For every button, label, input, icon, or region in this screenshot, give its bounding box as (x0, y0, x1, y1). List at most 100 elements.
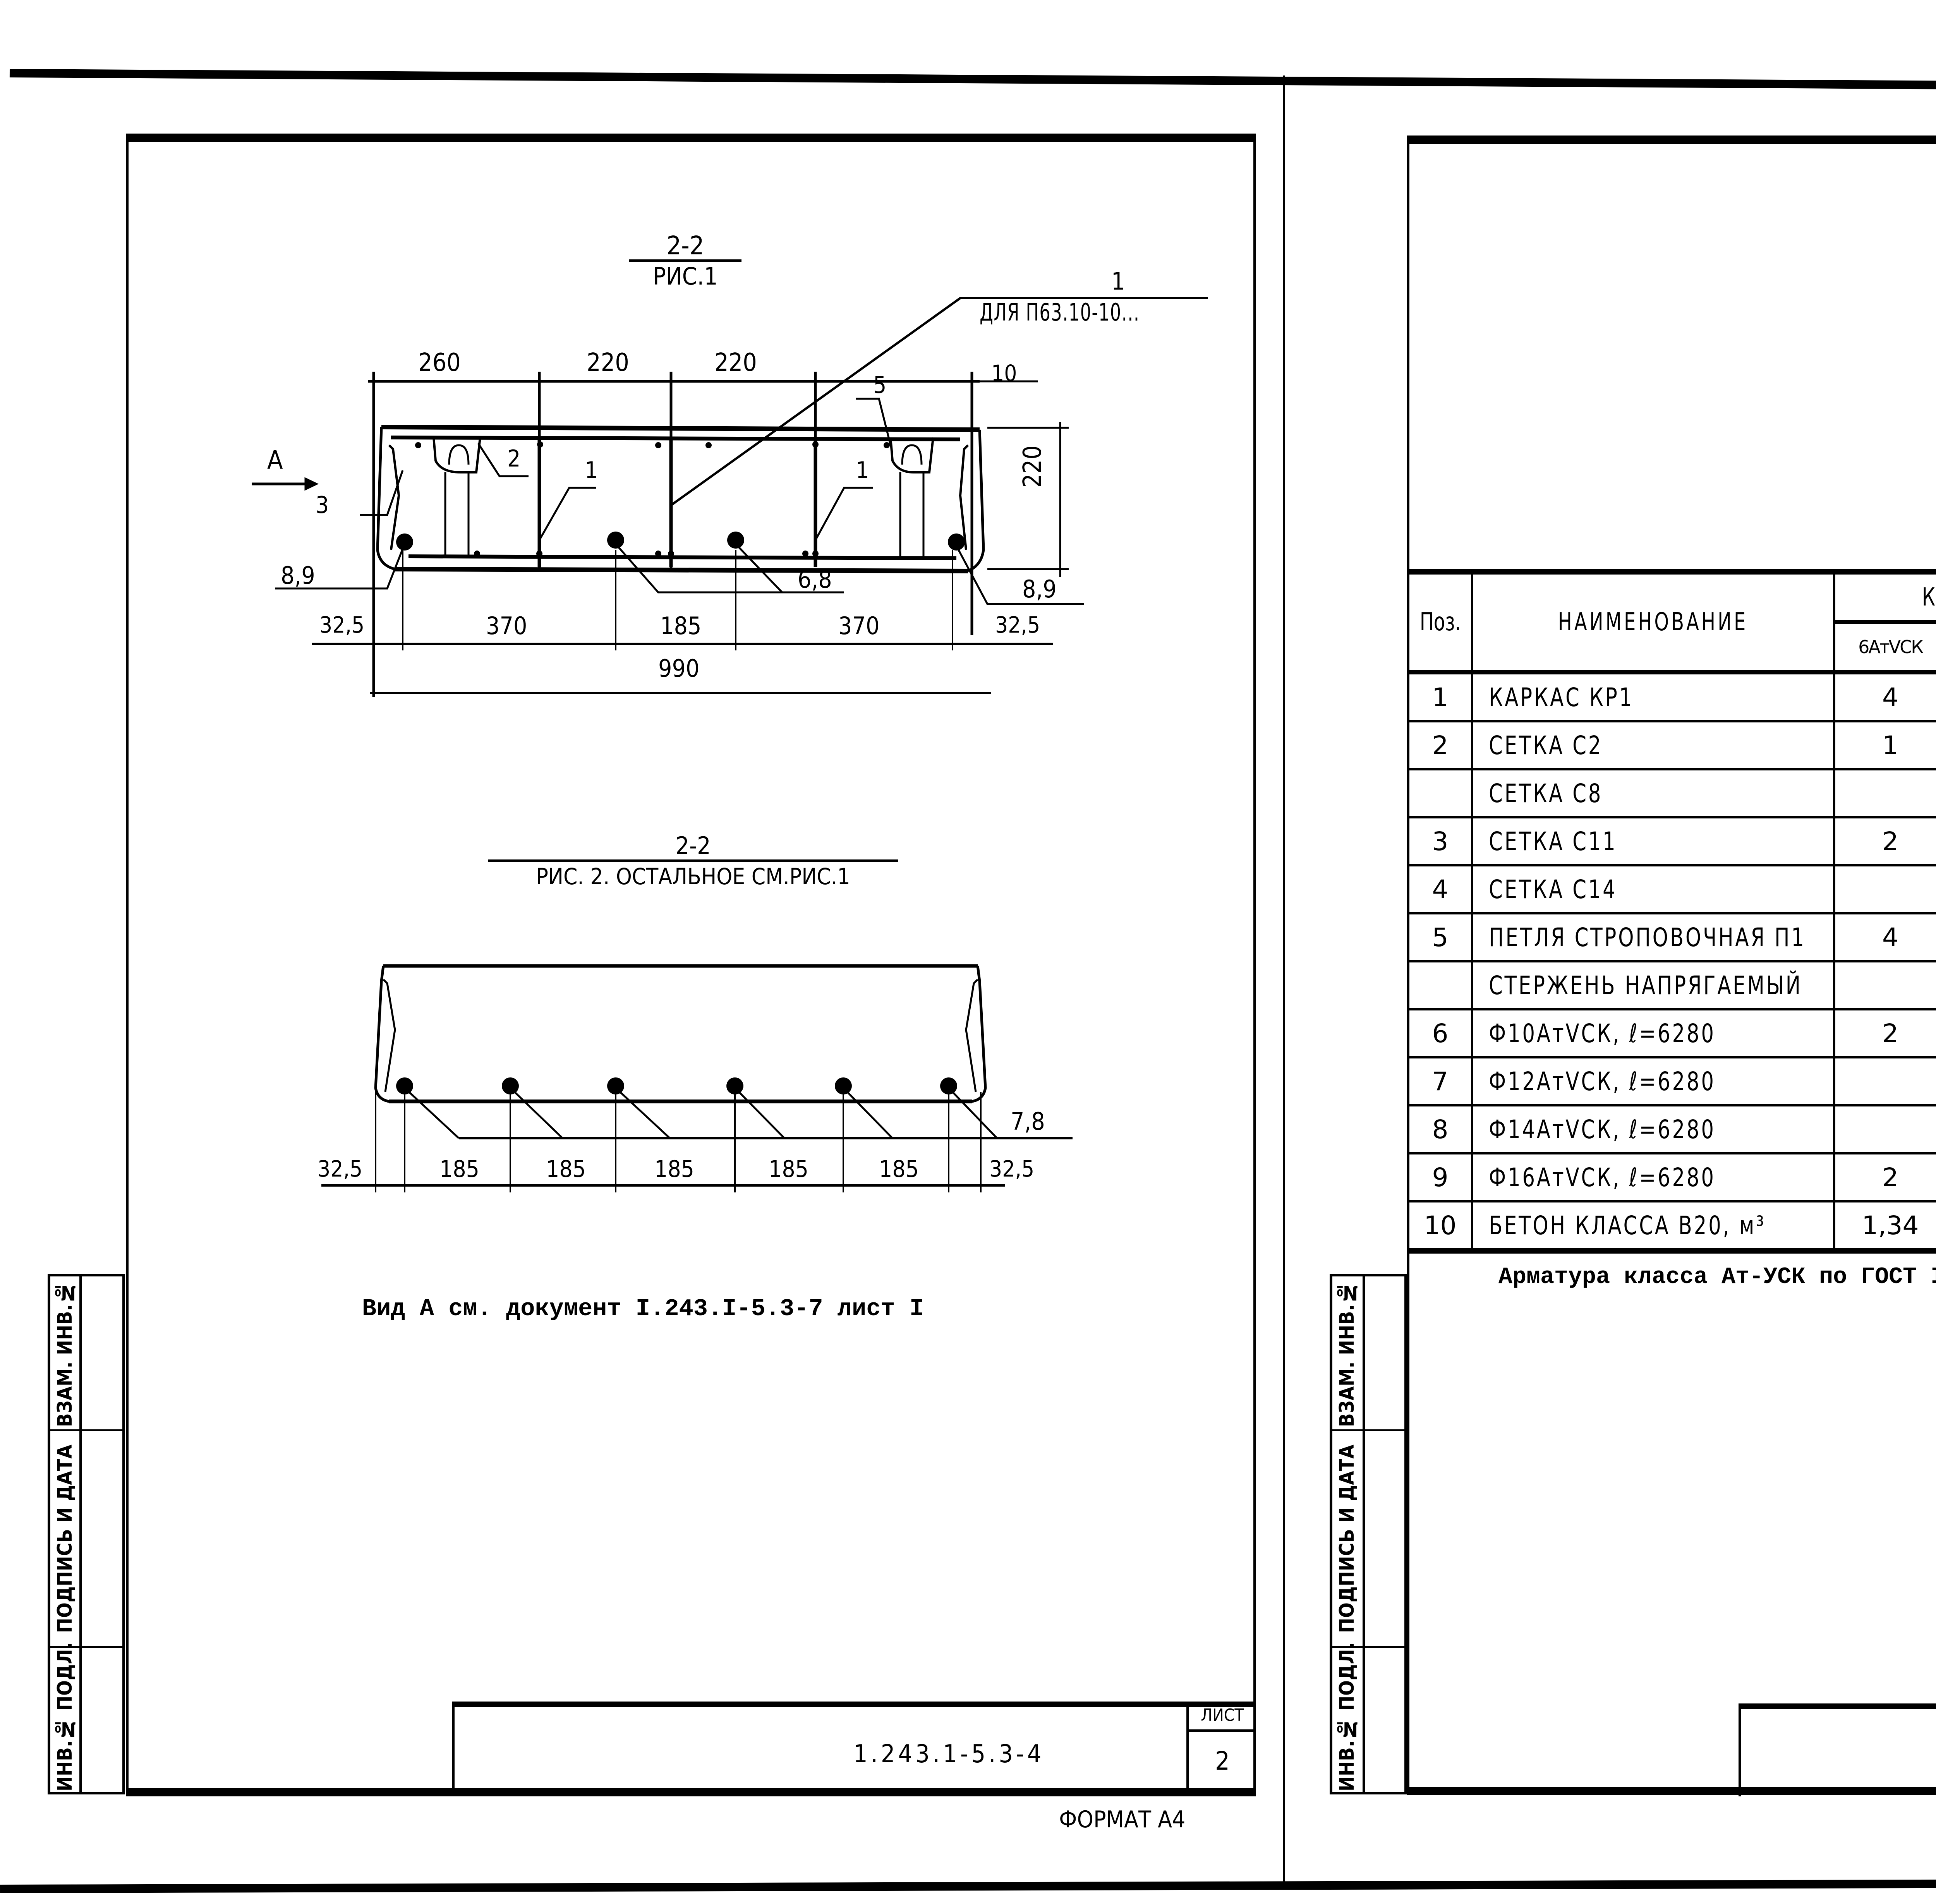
cell-qty-0 (1833, 864, 1936, 914)
specification-table-body: 1 КАРКАС КР1 4 4 4 6 6 1.243.1-5.3-8 2 С… (1407, 671, 1936, 1252)
fig2-dim-3: 185 (654, 1156, 695, 1183)
cell-qty-0: 4 (1833, 912, 1936, 962)
cell-pos (1407, 960, 1473, 1010)
cell-name-text: СЕТКА С11 (1489, 826, 1617, 856)
cell-pos: 3 (1407, 816, 1473, 866)
stamp-label-inv: ИНВ.№ ПОДЛ. (1335, 1642, 1359, 1791)
cell-pos: 8 (1407, 1104, 1473, 1154)
stamp-label-vzam: ВЗАМ. ИНВ.№ (53, 1281, 77, 1427)
cell-pos (1407, 768, 1473, 818)
cell-qty-0 (1833, 1056, 1936, 1106)
cell-name: Ф10АтVСК, ℓ=6280 (1471, 1008, 1835, 1058)
reinforcement-note: Арматура класса Ат-УСК по ГОСТ I0884-8I (1498, 1264, 1936, 1290)
cell-pos: 9 (1407, 1152, 1473, 1202)
cell-name: СЕТКА С14 (1471, 864, 1835, 914)
fig1-title: 2-2 РИС.1 (623, 232, 747, 291)
cell-qty-0: 1,34 (1833, 1200, 1936, 1252)
cell-qty-0: 2 (1833, 1152, 1936, 1202)
left-title-block: 1.243.1-5.3-4 ЛИСТ 2 (452, 1702, 1256, 1796)
outer-bottom-border (0, 1878, 1936, 1893)
fig1-dim-220b: 220 (714, 348, 757, 377)
stamp-row-divider (50, 1429, 122, 1431)
header-qty-col-0: 6АтVСК (1833, 621, 1936, 674)
header-qty-group-text: КОЛ. НА ПАНЕЛЬ П63.10-... (1922, 583, 1936, 612)
table-row: 5 ПЕТЛЯ СТРОПОВОЧНАЯ П1 4 4 4 4 4 1.243.… (1407, 912, 1936, 962)
fig1-dim-220a: 220 (587, 348, 629, 377)
table-row: 8 Ф14АтVСК, ℓ=6280 4 6 БЕЗ ЧЕРТ. (1407, 1104, 1936, 1154)
fig1-callout-1-text: ДЛЯ П63.10-10... (980, 298, 1140, 326)
cell-name: Ф12АтVСК, ℓ=6280 (1471, 1056, 1835, 1106)
cell-name-text: БЕТОН КЛАССА В20, м³ (1489, 1210, 1766, 1240)
cell-qty-0: 4 (1833, 671, 1936, 722)
table-row: 2 СЕТКА С2 1 1 1 1.243.1-5.3-9 (1407, 720, 1936, 770)
table-row: 7 Ф12АтVСК, ℓ=6280 6 6 БЕЗ ЧЕРТ. (1407, 1056, 1936, 1106)
stamp-label-signature: ПОДПИСЬ И ДАТА (53, 1444, 77, 1633)
table-row: 1 КАРКАС КР1 4 4 4 6 6 1.243.1-5.3-8 (1407, 671, 1936, 722)
table-row: 4 СЕТКА С14 1 1 1.243.1-5.3-17 (1407, 864, 1936, 914)
fig1-dim-total: 990 (658, 654, 700, 683)
table-row: 6 Ф10АтVСК, ℓ=6280 2 БЕЗ ЧЕРТ. (1407, 1008, 1936, 1058)
cell-name-text: Ф10АтVСК, ℓ=6280 (1489, 1018, 1716, 1048)
cell-name: БЕТОН КЛАССА В20, м³ (1471, 1200, 1835, 1252)
cell-qty-0: 2 (1833, 816, 1936, 866)
cell-name: СЕТКА С11 (1471, 816, 1835, 866)
table-row: СЕТКА С8 1 1 1.243.1-5.3-12 (1407, 768, 1936, 818)
cell-pos: 1 (1407, 671, 1473, 722)
left-sheet-label: ЛИСТ (1189, 1702, 1256, 1732)
cell-name: СТЕРЖЕНЬ НАПРЯГАЕМЫЙ (1471, 960, 1835, 1010)
stamp-label-signature: ПОДПИСЬ И ДАТА (1335, 1444, 1359, 1633)
left-format-label: ФОРМАТ А4 (1059, 1806, 1186, 1833)
cell-qty-0: 1 (1833, 720, 1936, 770)
view-a-note: Вид А см. документ I.243.I-5.3-7 лист I (362, 1295, 924, 1323)
stamp-col-divider (1363, 1276, 1365, 1792)
fig2-dim-6: 32,5 (989, 1156, 1035, 1182)
fig1-dim-bottom-3: 370 (838, 612, 880, 640)
fig1-dim-bottom-0: 32,5 (319, 612, 365, 638)
left-sheet-number: 2 (1215, 1746, 1230, 1776)
table-header-row: Поз. НАИМЕНОВАНИЕ КОЛ. НА ПАНЕЛЬ П63.10-… (1407, 571, 1936, 674)
cell-name-text: СЕТКА С2 (1489, 730, 1603, 760)
fig1-callout-8-9-right: 8,9 (1022, 575, 1057, 603)
cell-name-text: СЕТКА С14 (1489, 874, 1617, 904)
stamp-col-divider (79, 1276, 82, 1792)
fig1-dim-bottom-1: 370 (486, 612, 527, 640)
cell-qty-0 (1833, 768, 1936, 818)
fig2-title: 2-2 РИС. 2. ОСТАЛЬНОЕ СМ.РИС.1 (488, 832, 898, 891)
fig1-drawing (252, 297, 1208, 697)
specification-table: Поз. НАИМЕНОВАНИЕ КОЛ. НА ПАНЕЛЬ П63.10-… (1407, 569, 1936, 1254)
cell-name-text: ПЕТЛЯ СТРОПОВОЧНАЯ П1 (1489, 922, 1806, 952)
fig2-caption: РИС. 2. ОСТАЛЬНОЕ СМ.РИС.1 (536, 863, 850, 890)
fig2-dim-4: 185 (769, 1156, 809, 1183)
cell-pos: 4 (1407, 864, 1473, 914)
cell-qty-0: 2 (1833, 1008, 1936, 1058)
stamp-row-divider (1332, 1429, 1404, 1431)
table-row: 3 СЕТКА С11 2 2 2 2 2 1.243.1-5.3-15 (1407, 816, 1936, 866)
left-sheet-cell: ЛИСТ 2 (1186, 1702, 1256, 1796)
fig1-view-a-label: А (267, 445, 283, 475)
stamp-row-divider (1332, 1646, 1404, 1648)
fig1-callout-5: 5 (873, 372, 887, 399)
cell-name-text: Ф16АтVСК, ℓ=6280 (1489, 1162, 1716, 1192)
cell-pos: 6 (1407, 1008, 1473, 1058)
fig1-section-label: 2-2 (666, 231, 704, 261)
cell-name: ПЕТЛЯ СТРОПОВОЧНАЯ П1 (1471, 912, 1835, 962)
fig1-callout-1-number: 1 (1111, 267, 1125, 295)
fig2-dim-5: 185 (879, 1156, 919, 1183)
fig1-callout-8-9-left: 8,9 (281, 561, 315, 590)
header-name: НАИМЕНОВАНИЕ (1471, 571, 1835, 674)
cell-name: Ф16АтVСК, ℓ=6280 (1471, 1152, 1835, 1202)
header-qty-group: КОЛ. НА ПАНЕЛЬ П63.10-... (1833, 571, 1936, 624)
fig2-callout-7-8: 7,8 (1011, 1107, 1045, 1136)
header-pos-text: Поз. (1419, 608, 1461, 636)
cell-pos: 2 (1407, 720, 1473, 770)
left-sheet-frame (126, 134, 1256, 1796)
fig1-dim-bottom-2: 185 (660, 612, 702, 640)
table-subheader-row: 6АтVСК 8АтVСК-1 8АтVСК-2 10АтVСК-1 10АтV… (1408, 621, 1936, 674)
cell-name-text: Ф14АтVСК, ℓ=6280 (1489, 1114, 1716, 1144)
table-row: 10 БЕТОН КЛАССА В20, м³ 1,34 1,34 1,34 1… (1407, 1200, 1936, 1252)
fig2-section-label: 2-2 (675, 832, 711, 860)
right-side-stamp: ВЗАМ. ИНВ.№ ПОДПИСЬ И ДАТА ИНВ.№ ПОДЛ. (1330, 1274, 1407, 1794)
fig1-callout-6-8: 6,8 (798, 565, 832, 593)
cell-pos: 7 (1407, 1056, 1473, 1106)
fig1-title-underline (629, 259, 741, 262)
